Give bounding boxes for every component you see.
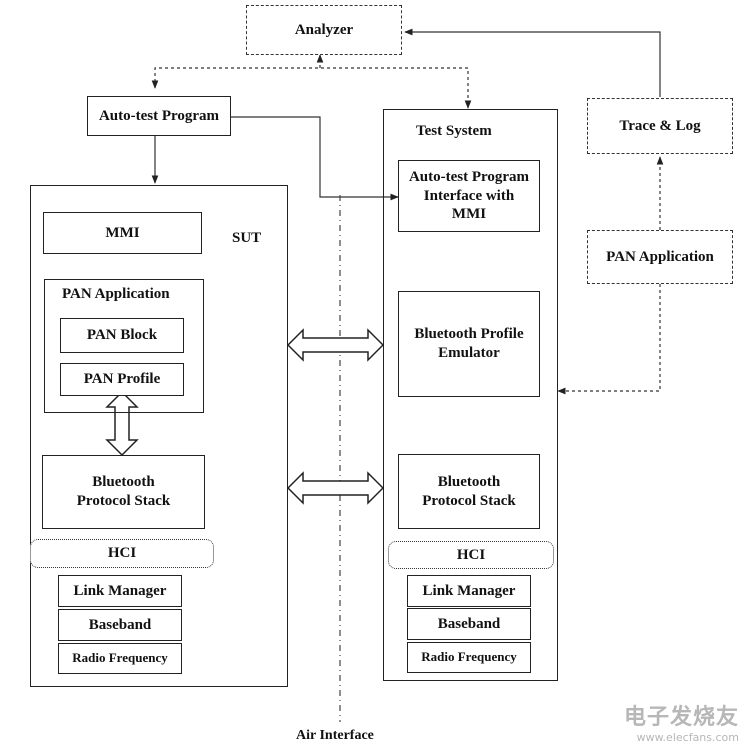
autotest-to-interface	[230, 116, 399, 201]
trace-to-analyzer	[404, 28, 661, 97]
pan-application-right-label: PAN Application	[606, 248, 714, 265]
air-double-arrow-lower	[286, 471, 385, 505]
sut-protocol-stack-label: Bluetooth Protocol Stack	[76, 474, 171, 509]
sut-pan-application-title: PAN Application	[62, 286, 170, 302]
test-system-link-manager-label: Link Manager	[422, 582, 516, 599]
sut-mmi-label: MMI	[105, 224, 140, 241]
test-system-profile-emulator-box: Bluetooth Profile Emulator	[398, 291, 540, 397]
sut-link-manager-label: Link Manager	[73, 582, 167, 599]
test-system-panel	[383, 109, 558, 681]
test-system-hci-label: HCI	[456, 546, 486, 563]
test-system-radio-frequency-box: Radio Frequency	[407, 642, 531, 673]
sut-baseband-label: Baseband	[88, 616, 152, 633]
test-system-protocol-stack-box: Bluetooth Protocol Stack	[398, 454, 540, 529]
test-system-interface-box: Auto-test Program Interface with MMI	[398, 160, 540, 232]
sut-radio-frequency-box: Radio Frequency	[58, 643, 182, 674]
sut-pan-profile-label: PAN Profile	[83, 371, 161, 388]
sut-baseband-box: Baseband	[58, 609, 182, 641]
pan-application-right-box: PAN Application	[587, 230, 733, 284]
sut-panel	[30, 185, 288, 687]
analyzer-links	[151, 54, 472, 109]
watermark-title: 电子发烧友	[623, 705, 739, 730]
auto-test-program-label: Auto-test Program	[98, 107, 220, 124]
test-system-hci-box: HCI	[388, 541, 554, 569]
test-system-interface-label: Auto-test Program Interface with MMI	[408, 168, 530, 223]
test-system-profile-emulator-label: Bluetooth Profile Emulator	[414, 326, 524, 361]
panapp-to-testsystem	[557, 284, 661, 395]
sut-hci-label: HCI	[107, 545, 137, 562]
test-system-protocol-stack-label: Bluetooth Protocol Stack	[422, 473, 516, 509]
sut-link-manager-box: Link Manager	[58, 575, 182, 607]
test-system-title: Test System	[416, 123, 492, 139]
test-system-radio-frequency-label: Radio Frequency	[421, 649, 517, 665]
sut-pan-profile-box: PAN Profile	[60, 363, 184, 396]
trace-log-box: Trace & Log	[587, 98, 733, 154]
air-double-arrow-upper	[286, 328, 385, 362]
sut-pan-application-panel	[44, 279, 204, 413]
trace-log-label: Trace & Log	[619, 117, 701, 134]
sut-hci-box: HCI	[30, 539, 214, 568]
watermark-url: www.elecfans.com	[636, 731, 739, 744]
sut-pan-block-box: PAN Block	[60, 318, 184, 353]
analyzer-box: Analyzer	[246, 5, 402, 55]
analyzer-label: Analyzer	[294, 21, 354, 38]
sut-protocol-stack-box: Bluetooth Protocol Stack	[42, 455, 205, 529]
watermark: 电子发烧友 www.elecfans.com	[624, 699, 739, 744]
sut-title: SUT	[232, 230, 262, 246]
auto-test-program-box: Auto-test Program	[87, 96, 231, 136]
sut-radio-frequency-label: Radio Frequency	[72, 650, 168, 666]
sut-pan-block-label: PAN Block	[86, 327, 158, 344]
test-system-baseband-box: Baseband	[407, 608, 531, 640]
sut-mmi-box: MMI	[43, 212, 202, 254]
air-interface-label: Air Interface	[296, 728, 374, 743]
test-system-baseband-label: Baseband	[437, 615, 501, 632]
test-system-link-manager-box: Link Manager	[407, 575, 531, 607]
